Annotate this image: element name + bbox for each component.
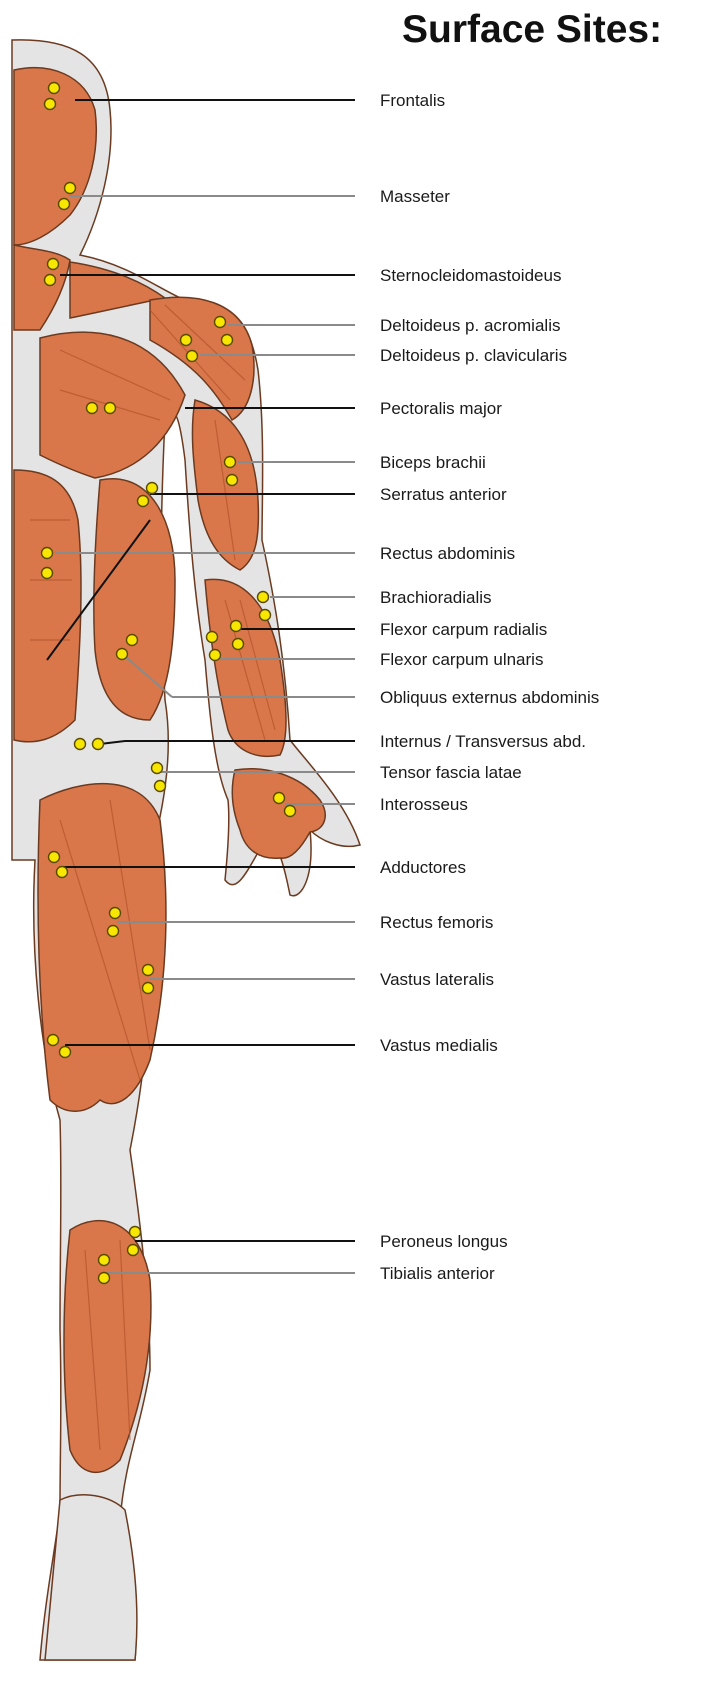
electrode-site-deltoideus-clavicularis (187, 351, 198, 362)
electrode-site-flexor-carpum-radialis (231, 621, 242, 632)
label-flexor-carpum-ulnaris: Flexor carpum ulnaris (380, 650, 543, 669)
electrode-site-masseter (65, 183, 76, 194)
electrode-site-interosseus (285, 806, 296, 817)
electrode-site-sternocleidomastoideus (48, 259, 59, 270)
electrode-site-tensor-fascia-latae (155, 781, 166, 792)
electrode-site-flexor-carpum-radialis (233, 639, 244, 650)
electrode-site-peroneus-longus (130, 1227, 141, 1238)
label-biceps-brachii: Biceps brachii (380, 453, 486, 472)
label-vastus-medialis: Vastus medialis (380, 1036, 498, 1055)
electrode-site-deltoideus-clavicularis (181, 335, 192, 346)
electrode-site-vastus-medialis (48, 1035, 59, 1046)
label-flexor-carpum-radialis: Flexor carpum radialis (380, 620, 547, 639)
electrode-site-internus-transversus (93, 739, 104, 750)
electrode-site-biceps-brachii (227, 475, 238, 486)
electrode-site-obliquus-externus-abdominis (117, 649, 128, 660)
electrode-site-flexor-carpum-ulnaris (207, 632, 218, 643)
electrode-site-deltoideus-acromialis (222, 335, 233, 346)
label-pectoralis-major: Pectoralis major (380, 399, 502, 418)
label-rectus-femoris: Rectus femoris (380, 913, 493, 932)
electrode-site-rectus-femoris (108, 926, 119, 937)
electrode-site-serratus-anterior (147, 483, 158, 494)
electrode-site-flexor-carpum-ulnaris (210, 650, 221, 661)
label-tensor-fascia-latae: Tensor fascia latae (380, 763, 522, 782)
label-adductores: Adductores (380, 858, 466, 877)
electrode-site-serratus-anterior (138, 496, 149, 507)
electrode-site-interosseus (274, 793, 285, 804)
electrode-site-pectoralis-major (105, 403, 116, 414)
electrode-site-masseter (59, 199, 70, 210)
thigh (38, 784, 166, 1112)
electrode-site-vastus-lateralis (143, 983, 154, 994)
muscle-labels: FrontalisMasseterSternocleidomastoideusD… (380, 91, 599, 1283)
label-vastus-lateralis: Vastus lateralis (380, 970, 494, 989)
label-deltoideus-clavicularis: Deltoideus p. clavicularis (380, 346, 567, 365)
electrode-site-internus-transversus (75, 739, 86, 750)
foot (45, 1495, 137, 1660)
electrode-site-rectus-abdominis (42, 548, 53, 559)
label-interosseus: Interosseus (380, 795, 468, 814)
label-peroneus-longus: Peroneus longus (380, 1232, 508, 1251)
electrode-site-biceps-brachii (225, 457, 236, 468)
electrode-site-sternocleidomastoideus (45, 275, 56, 286)
electrode-site-adductores (57, 867, 68, 878)
electrode-site-obliquus-externus-abdominis (127, 635, 138, 646)
electrode-site-vastus-lateralis (143, 965, 154, 976)
electrode-site-tibialis-anterior (99, 1273, 110, 1284)
electrode-site-frontalis (45, 99, 56, 110)
electrode-site-rectus-abdominis (42, 568, 53, 579)
label-internus-transversus: Internus / Transversus abd. (380, 732, 586, 751)
electrode-site-frontalis (49, 83, 60, 94)
electrode-site-adductores (49, 852, 60, 863)
electrode-site-pectoralis-major (87, 403, 98, 414)
electrode-site-tibialis-anterior (99, 1255, 110, 1266)
electrode-site-rectus-femoris (110, 908, 121, 919)
label-rectus-abdominis: Rectus abdominis (380, 544, 515, 563)
label-obliquus-externus-abdominis: Obliquus externus abdominis (380, 688, 599, 707)
electrode-site-peroneus-longus (128, 1245, 139, 1256)
label-serratus-anterior: Serratus anterior (380, 485, 507, 504)
electrode-site-brachioradialis (260, 610, 271, 621)
label-brachioradialis: Brachioradialis (380, 588, 492, 607)
electrode-site-tensor-fascia-latae (152, 763, 163, 774)
serratus-obliques (94, 479, 175, 720)
muscle-body-illustration (12, 40, 360, 1660)
electrode-site-deltoideus-acromialis (215, 317, 226, 328)
label-tibialis-anterior: Tibialis anterior (380, 1264, 495, 1283)
electrode-site-vastus-medialis (60, 1047, 71, 1058)
label-masseter: Masseter (380, 187, 450, 206)
label-sternocleidomastoideus: Sternocleidomastoideus (380, 266, 561, 285)
label-frontalis: Frontalis (380, 91, 445, 110)
rectus-abdominis (14, 470, 81, 742)
label-deltoideus-acromialis: Deltoideus p. acromialis (380, 316, 560, 335)
electrode-site-brachioradialis (258, 592, 269, 603)
